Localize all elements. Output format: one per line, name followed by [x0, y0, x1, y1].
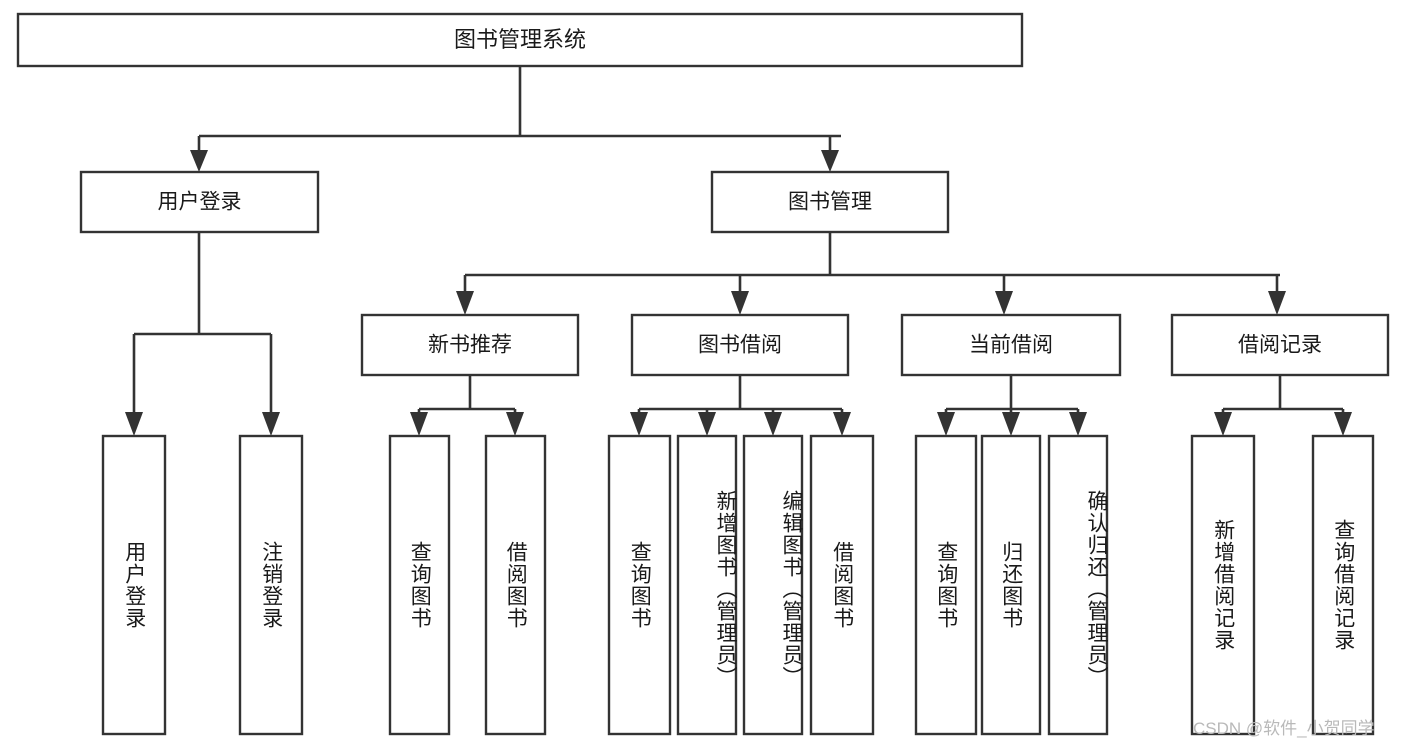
- node-book-manage[interactable]: [710, 170, 950, 234]
- node-leaf-borrow-book-2[interactable]: [809, 434, 875, 736]
- node-book-manage-label: 图书管理: [788, 191, 872, 214]
- node-leaf-confirm-return[interactable]: [1047, 434, 1109, 736]
- node-borrow-record-label: 借阅记录: [1238, 334, 1322, 357]
- node-new-book-recommend[interactable]: [360, 313, 580, 377]
- arrow-head-leaf-edit-book: [764, 412, 782, 436]
- node-book-borrow[interactable]: [630, 313, 850, 377]
- node-leaf-query-record[interactable]: [1311, 434, 1375, 736]
- arrow-head-leaf-borrow-book-2: [833, 412, 851, 436]
- node-user-login-label: 用户登录: [158, 191, 242, 214]
- arrow-head-book-borrow: [731, 291, 749, 315]
- arrow-head-user-login: [190, 150, 208, 172]
- arrow-head-current-borrow: [995, 291, 1013, 315]
- node-root[interactable]: [16, 12, 1024, 68]
- node-leaf-edit-book[interactable]: [742, 434, 804, 736]
- node-leaf-query-book-1[interactable]: [388, 434, 451, 736]
- csdn-watermark: CSDN @软件_小贺同学: [1193, 719, 1375, 738]
- node-leaf-add-record[interactable]: [1190, 434, 1256, 736]
- arrow-head-borrow-record: [1268, 291, 1286, 315]
- arrow-head-book-manage: [821, 150, 839, 172]
- arrow-head-leaf-query-book-2: [630, 412, 648, 436]
- arrow-head-leaf-confirm-return: [1069, 412, 1087, 436]
- node-leaf-add-book[interactable]: [676, 434, 738, 736]
- node-current-borrow[interactable]: [900, 313, 1122, 377]
- arrow-head-leaf-return-book: [1002, 412, 1020, 436]
- arrow-head-leaf-add-record: [1214, 412, 1232, 436]
- node-book-borrow-label: 图书借阅: [698, 334, 782, 357]
- arrow-head-leaf-query-record: [1334, 412, 1352, 436]
- node-borrow-record[interactable]: [1170, 313, 1390, 377]
- node-leaf-return-book[interactable]: [980, 434, 1042, 736]
- arrow-head-leaf-query-book-1: [410, 412, 428, 436]
- node-root-label: 图书管理系统: [454, 27, 586, 52]
- arrow-head-leaf-borrow-book-1: [506, 412, 524, 436]
- node-leaf-borrow-book-1[interactable]: [484, 434, 547, 736]
- node-leaf-query-book-2[interactable]: [607, 434, 672, 736]
- node-user-login[interactable]: [79, 170, 320, 234]
- nodes-layer: 图书管理系统 用户登录 图书管理 新书推荐 图书借阅 当前借阅 借阅记录: [16, 12, 1390, 736]
- arrow-head-leaf-user-logout: [262, 412, 280, 436]
- arrow-head-leaf-add-book: [698, 412, 716, 436]
- arrow-head-leaf-user-login: [125, 412, 143, 436]
- node-leaf-user-login[interactable]: [101, 434, 167, 736]
- node-current-borrow-label: 当前借阅: [969, 334, 1053, 357]
- node-leaf-user-logout[interactable]: [238, 434, 304, 736]
- node-new-book-recommend-label: 新书推荐: [428, 334, 512, 357]
- arrow-head-leaf-query-book-3: [937, 412, 955, 436]
- node-leaf-query-book-3[interactable]: [914, 434, 978, 736]
- connectors-layer: [125, 66, 1352, 436]
- arrow-head-new-book-recommend: [456, 291, 474, 315]
